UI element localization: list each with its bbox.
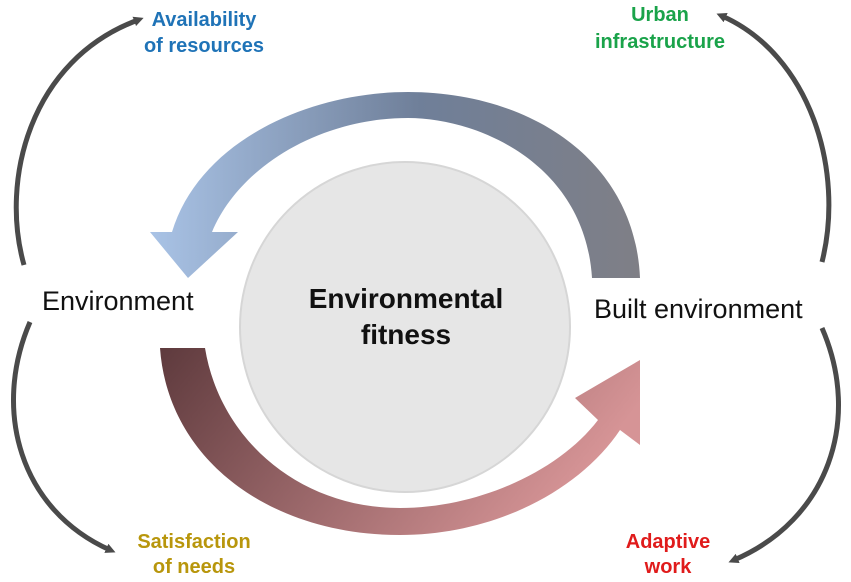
curve-arrow-bottom-right — [728, 327, 842, 564]
satisfaction-label-line1: Satisfaction — [137, 531, 250, 553]
environment-node: Environment — [42, 286, 194, 316]
curve-arrow-bottom-left — [11, 321, 116, 553]
adaptive-label-line2: work — [644, 556, 693, 578]
top-cycle-arrow — [150, 92, 640, 278]
adaptive-label-line1: Adaptive — [626, 531, 710, 553]
curve-arrow-top-right — [716, 13, 832, 263]
availability-label-line1: Availability — [152, 9, 258, 31]
center-circle — [239, 161, 571, 493]
curve-arrow-top-left — [13, 16, 144, 266]
availability-label-line2: of resources — [144, 35, 264, 57]
center-title-line1: Environmental — [309, 283, 503, 314]
built-environment-node: Built environment — [594, 294, 803, 324]
urban-label-line2: infrastructure — [595, 31, 725, 53]
satisfaction-label-line2: of needs — [153, 556, 235, 578]
bottom-cycle-arrow — [160, 348, 640, 535]
center-title-line2: fitness — [361, 319, 451, 350]
urban-label-line1: Urban — [631, 4, 689, 26]
